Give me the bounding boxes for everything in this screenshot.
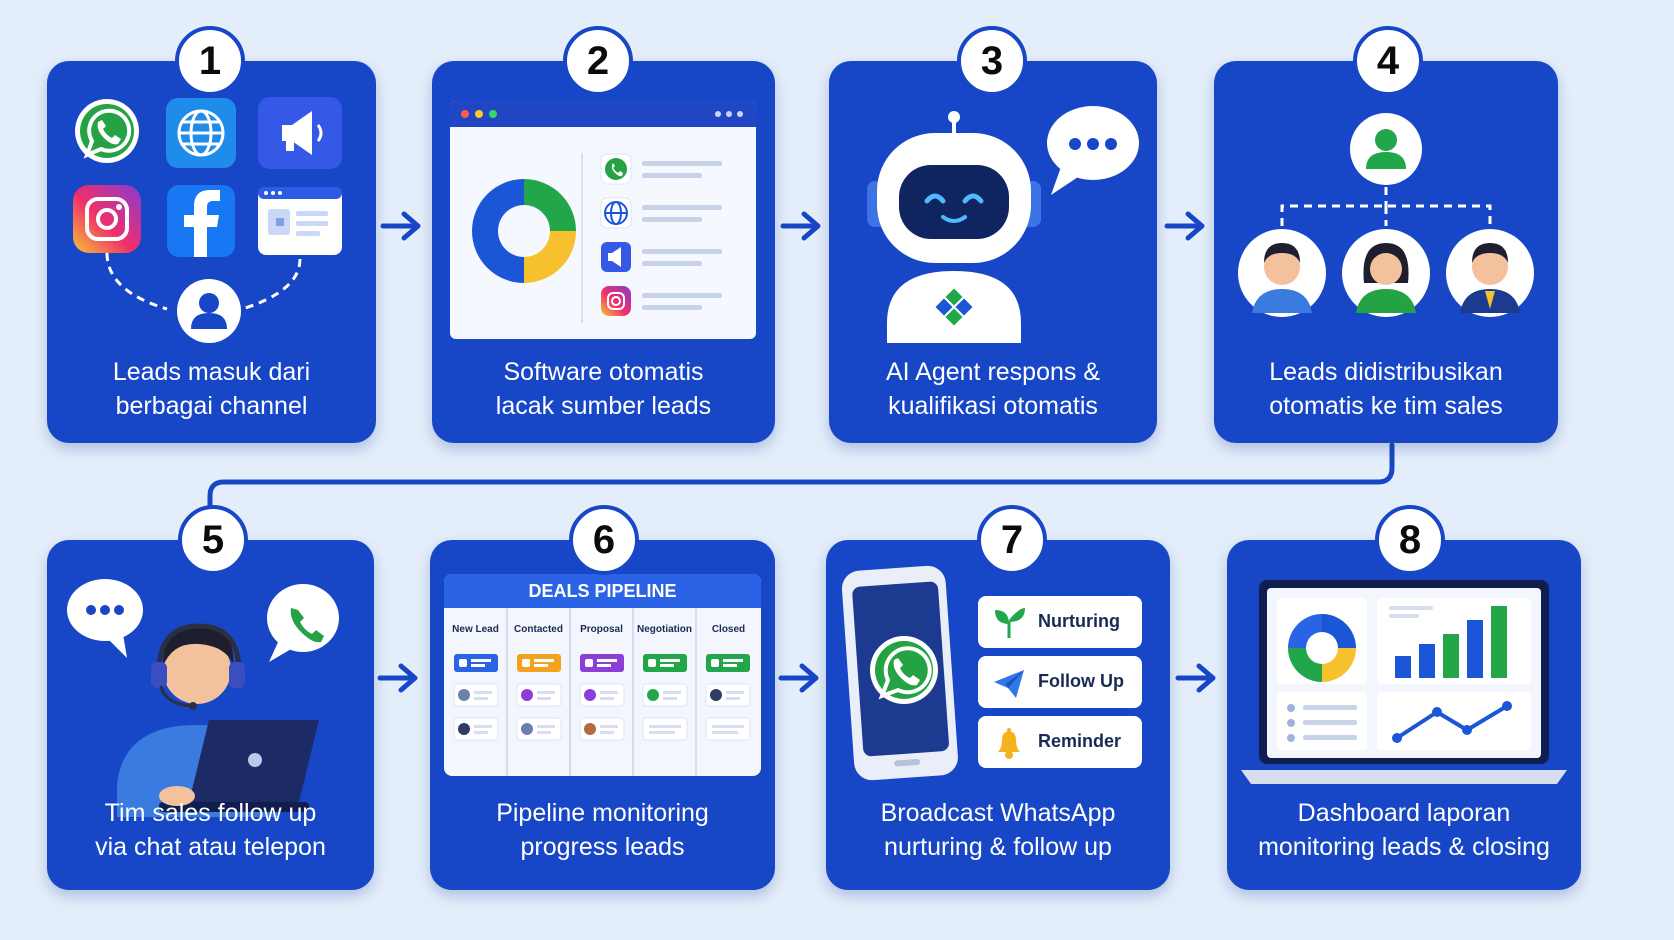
step-card-7: Nurturing Follow Up Reminder Broadcast W… bbox=[826, 540, 1170, 890]
report-dashboard bbox=[1241, 580, 1567, 784]
deals-pipeline-board: DEALS PIPELINE bbox=[444, 574, 761, 776]
sales-rep-1-avatar bbox=[1238, 229, 1326, 317]
robot-logo-icon bbox=[935, 288, 973, 326]
broadcast-item-label: Nurturing bbox=[1038, 611, 1120, 631]
dashed-connector bbox=[105, 252, 302, 311]
row-connector bbox=[207, 442, 1395, 513]
step-badge-4: 4 bbox=[1353, 26, 1423, 96]
paper-plane-icon bbox=[994, 670, 1024, 698]
arrow-5-6 bbox=[377, 663, 418, 693]
step-badge-3: 3 bbox=[957, 26, 1027, 96]
step-badge-6: 6 bbox=[569, 505, 639, 575]
report-bar-chart bbox=[1395, 606, 1507, 678]
sales-rep-3-avatar bbox=[1446, 229, 1534, 317]
step-badge-8: 8 bbox=[1375, 505, 1445, 575]
arrow-7-8 bbox=[1175, 663, 1216, 693]
pipeline-column-new-lead: New Lead bbox=[452, 624, 499, 635]
web-form-icon bbox=[258, 187, 342, 255]
arrow-2-3 bbox=[780, 211, 821, 241]
source-row-ads bbox=[601, 242, 722, 272]
broadcast-item-follow-up: Follow Up bbox=[978, 656, 1142, 708]
sales-agent-illustration bbox=[67, 579, 339, 817]
broadcast-item-label: Reminder bbox=[1038, 731, 1122, 751]
bell-icon bbox=[998, 728, 1020, 759]
report-donut-chart bbox=[1288, 614, 1356, 682]
source-row-instagram bbox=[601, 286, 722, 316]
step-card-3: AI Agent respons &kualifikasi otomatis bbox=[829, 61, 1157, 443]
arrow-3-4 bbox=[1164, 211, 1205, 241]
distribution-diagram bbox=[1238, 113, 1534, 317]
chat-bubble-icon bbox=[1047, 106, 1139, 195]
step-badge-5: 5 bbox=[178, 505, 248, 575]
sales-rep-2-avatar bbox=[1342, 229, 1430, 317]
arrow-1-2 bbox=[380, 211, 421, 241]
pipeline-title: DEALS PIPELINE bbox=[444, 574, 761, 608]
broadcast-item-label: Follow Up bbox=[1038, 671, 1124, 691]
pipeline-column-contacted: Contacted bbox=[514, 624, 563, 635]
whatsapp-icon bbox=[75, 99, 139, 163]
channel-icons bbox=[73, 97, 342, 343]
step-badge-1: 1 bbox=[175, 26, 245, 96]
source-row-whatsapp bbox=[600, 153, 722, 185]
report-line-chart bbox=[1392, 701, 1512, 743]
broadcast-item-nurturing: Nurturing bbox=[978, 596, 1142, 648]
distribution-lines bbox=[1280, 187, 1492, 226]
step-badge-7: 7 bbox=[977, 505, 1047, 575]
megaphone-icon bbox=[258, 97, 342, 169]
broadcast-item-reminder: Reminder bbox=[978, 716, 1142, 768]
pipeline-column-negotiation: Negotiation bbox=[637, 624, 692, 635]
tracking-dashboard bbox=[450, 101, 756, 339]
robot-icon bbox=[867, 106, 1139, 343]
lead-person-icon bbox=[1350, 113, 1422, 185]
phone-whatsapp-icon bbox=[841, 565, 958, 781]
pipeline-column-proposal: Proposal bbox=[580, 624, 623, 635]
instagram-icon bbox=[73, 185, 141, 253]
step-caption-3: AI Agent respons &kualifikasi otomatis bbox=[885, 358, 1101, 420]
person-icon bbox=[177, 279, 241, 343]
pipeline-lead-cards bbox=[453, 683, 751, 741]
step-card-6: DEALS PIPELINE bbox=[430, 540, 775, 890]
facebook-icon bbox=[167, 185, 235, 257]
pipeline-columns bbox=[453, 608, 751, 776]
sprout-icon bbox=[995, 608, 1025, 638]
step-badge-2: 2 bbox=[563, 26, 633, 96]
source-row-web bbox=[600, 197, 722, 229]
chat-bubble-icon bbox=[67, 579, 143, 658]
donut-chart bbox=[472, 179, 576, 283]
globe-icon bbox=[166, 98, 236, 168]
arrow-6-7 bbox=[778, 663, 819, 693]
pipeline-column-closed: Closed bbox=[711, 624, 746, 635]
whatsapp-icon bbox=[267, 584, 339, 662]
